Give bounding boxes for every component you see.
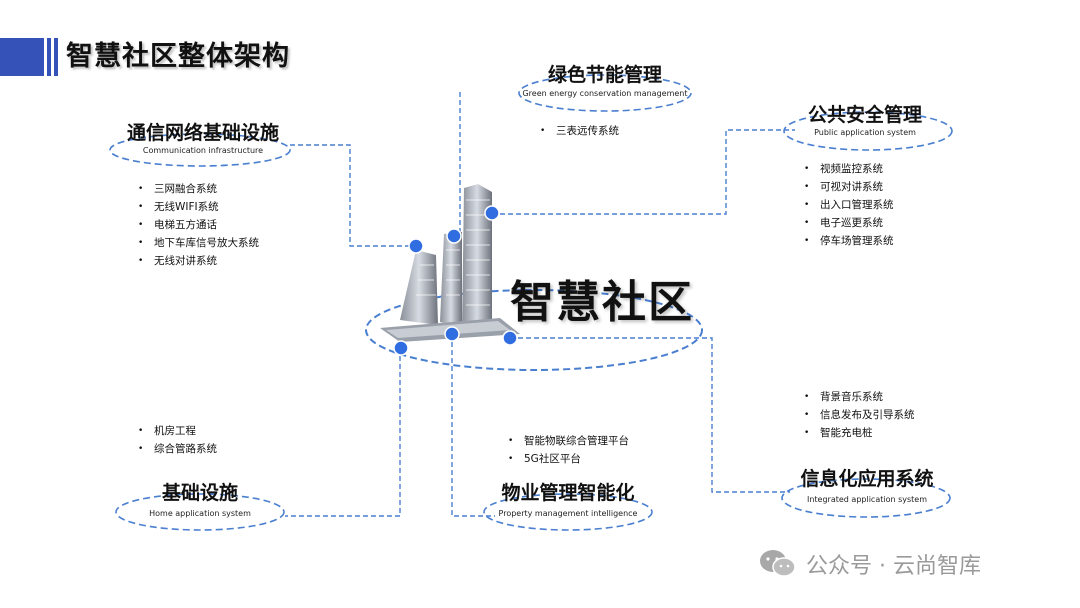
list-item: 电子巡更系统 (804, 214, 894, 232)
node-subtitle-communication: Communication infrastructure (142, 146, 264, 155)
list-item: 背景音乐系统 (804, 388, 915, 406)
watermark-text: 公众号 · 云尚智库 (806, 554, 981, 579)
link-infrastructure (285, 348, 401, 517)
node-subtitle-info-app: Integrated application system (806, 495, 928, 504)
node-subtitle-public-safety: Public application system (814, 128, 916, 137)
node-title-infrastructure: 基础设施 (161, 482, 238, 504)
node-subtitle-green: Green energy conservation management (522, 89, 688, 98)
dot-info-app (502, 330, 518, 346)
ellipse-center (365, 289, 703, 371)
item-list-info-app: 背景音乐系统 信息发布及引导系统 智能充电桩 (804, 388, 915, 442)
page-title: 智慧社区整体架构 (66, 41, 290, 72)
list-item: 智能物联综合管理平台 (508, 432, 629, 450)
node-title-info-app: 信息化应用系统 (800, 468, 934, 490)
link-public-safety (492, 129, 795, 215)
item-list-public-safety: 视频监控系统 可视对讲系统 出入口管理系统 电子巡更系统 停车场管理系统 (804, 160, 894, 250)
node-title-property: 物业管理智能化 (501, 482, 635, 504)
connection-dots (393, 205, 518, 356)
link-property (451, 334, 495, 517)
list-item: 无线对讲系统 (138, 252, 259, 270)
dot-communication (408, 238, 424, 254)
ellipse-communication (109, 133, 291, 167)
label-ellipses (109, 74, 953, 531)
list-item: 电梯五方通话 (138, 216, 259, 234)
dot-property (444, 326, 460, 342)
list-item: 三网融合系统 (138, 180, 259, 198)
list-item: 出入口管理系统 (804, 196, 894, 214)
node-subtitle-property: Property management intelligence (498, 509, 638, 518)
wechat-icon (760, 550, 796, 577)
link-communication (290, 144, 416, 247)
node-title-communication: 通信网络基础设施 (126, 122, 279, 144)
item-list-property: 智能物联综合管理平台 5G社区平台 (508, 432, 629, 468)
list-item: 可视对讲系统 (804, 178, 894, 196)
dot-public-safety (484, 205, 500, 221)
item-list-green: 三表远传系统 (540, 122, 619, 140)
title-bar-decoration (0, 38, 58, 76)
center-title: 智慧社区 (510, 277, 694, 328)
link-info-app (510, 337, 790, 493)
list-item: 综合管路系统 (138, 440, 217, 458)
list-item: 地下车库信号放大系统 (138, 234, 259, 252)
dot-green (446, 228, 462, 244)
list-item: 无线WIFI系统 (138, 198, 259, 216)
ellipse-green (518, 74, 692, 112)
list-item: 智能充电桩 (804, 424, 915, 442)
list-item: 信息发布及引导系统 (804, 406, 915, 424)
building-illustration (380, 184, 520, 342)
ellipse-info-app (781, 478, 951, 518)
ellipse-infrastructure (115, 493, 285, 531)
item-list-infrastructure: 机房工程 综合管路系统 (138, 422, 217, 458)
item-list-communication: 三网融合系统 无线WIFI系统 电梯五方通话 地下车库信号放大系统 无线对讲系统 (138, 180, 259, 270)
node-subtitle-infrastructure: Home application system (149, 509, 251, 518)
list-item: 三表远传系统 (540, 122, 619, 140)
ellipse-property (483, 493, 653, 531)
ellipse-public-safety (783, 111, 953, 151)
node-title-green: 绿色节能管理 (547, 64, 662, 86)
list-item: 机房工程 (138, 422, 217, 440)
list-item: 视频监控系统 (804, 160, 894, 178)
list-item: 停车场管理系统 (804, 232, 894, 250)
node-title-public-safety: 公共安全管理 (807, 104, 922, 126)
connector-lines (285, 92, 795, 517)
dot-infrastructure (393, 340, 409, 356)
list-item: 5G社区平台 (508, 450, 629, 468)
